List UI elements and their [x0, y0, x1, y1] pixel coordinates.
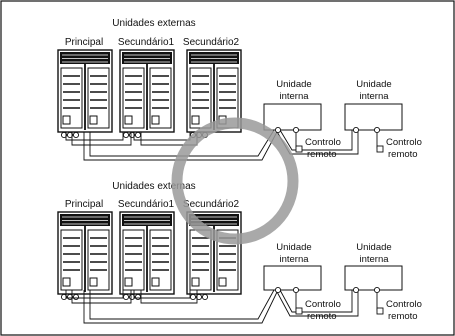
terminal-dot [292, 286, 300, 294]
bottom-group: Unidades externas Principal Secundário1 … [57, 181, 422, 324]
unit-panel [149, 67, 172, 129]
terminal-dot [373, 126, 381, 134]
panel-terminal [218, 277, 227, 287]
panel-terminal [151, 277, 160, 287]
connector-dot [201, 293, 209, 301]
connector-dot [60, 293, 68, 301]
connector-dot [189, 293, 197, 301]
panel-terminal [124, 115, 133, 125]
terminal-dot [274, 286, 282, 294]
bottom-indoor-2-line1: Unidade [356, 242, 391, 253]
top-label-principal: Principal [65, 37, 103, 48]
remote-controller-box [295, 145, 303, 153]
unit-panel [60, 67, 83, 129]
connector-dot [60, 131, 68, 139]
unit-panel [122, 67, 145, 129]
connector-dot [134, 293, 142, 301]
unit-panel [149, 229, 172, 291]
top-label-secundario1: Secundário1 [118, 37, 175, 48]
bottom-indoor-1-line2: interna [279, 254, 309, 265]
top-indoor-units [263, 103, 403, 153]
terminal-dot [352, 126, 360, 134]
top-label-secundario2: Secundário2 [183, 37, 240, 48]
bottom-indoor-units [263, 265, 403, 315]
outdoor-unit-principal [57, 49, 113, 139]
unit-panel [87, 229, 110, 291]
bottom-wiring [65, 289, 381, 324]
connector-dot [122, 293, 130, 301]
bottom-remote-2-line2: remoto [388, 311, 418, 322]
bottom-remote-1-line1: Controlo [305, 299, 341, 310]
top-indoor-1-line2: interna [279, 91, 309, 102]
remote-controller-box [376, 145, 384, 153]
outdoor-unit-secundario1 [119, 211, 175, 301]
top-indoor-2-line2: interna [359, 91, 389, 102]
bottom-label-secundario2: Secundário2 [183, 199, 240, 210]
panel-terminal [124, 277, 133, 287]
unit-panel [87, 67, 110, 129]
panel-terminal [62, 277, 71, 287]
top-indoor-2-line1: Unidade [356, 79, 391, 90]
connector-dot [66, 131, 74, 139]
top-remote-2-line1: Controlo [386, 137, 422, 148]
connector-dot [122, 131, 130, 139]
connector-dot [195, 293, 203, 301]
connector-dot [134, 131, 142, 139]
connector-dot [72, 131, 80, 139]
top-remote-1-line2: remoto [307, 149, 337, 160]
indoor-unit-box [344, 103, 403, 131]
watermark-ring [171, 117, 299, 245]
top-indoor-1-line1: Unidade [276, 79, 311, 90]
remote-controller-box [376, 307, 384, 315]
top-remote-2-line2: remoto [388, 149, 418, 160]
panel-terminal [191, 115, 200, 125]
bottom-label-secundario1: Secundário1 [118, 199, 175, 210]
bottom-indoor-2-line2: interna [359, 254, 389, 265]
terminal-dot [352, 286, 360, 294]
bottom-indoor-1-line1: Unidade [276, 242, 311, 253]
outdoor-unit-secundario2 [186, 211, 242, 301]
terminal-dot [373, 286, 381, 294]
indoor-unit-box [344, 265, 403, 291]
top-heading: Unidades externas [112, 18, 195, 29]
outdoor-unit-principal [57, 211, 113, 301]
outdoor-unit-secundario1 [119, 49, 175, 139]
panel-terminal [191, 277, 200, 287]
top-remote-1-line1: Controlo [305, 137, 341, 148]
panel-terminal [89, 115, 98, 125]
top-group: Unidades externas Principal Secundário1 … [57, 18, 422, 161]
remote-controller-box [295, 307, 303, 315]
unit-panel [122, 229, 145, 291]
bottom-remote-2-line1: Controlo [386, 299, 422, 310]
bottom-label-principal: Principal [65, 199, 103, 210]
panel-terminal [62, 115, 71, 125]
terminal-dot [274, 126, 282, 134]
bottom-remote-1-line2: remoto [307, 311, 337, 322]
unit-panel [216, 229, 239, 291]
unit-panel [60, 229, 83, 291]
connector-dot [72, 293, 80, 301]
terminal-dot [292, 126, 300, 134]
panel-terminal [151, 115, 160, 125]
bottom-heading: Unidades externas [112, 181, 195, 192]
indoor-unit-box [263, 265, 322, 291]
panel-terminal [89, 277, 98, 287]
indoor-unit-box [263, 103, 322, 131]
